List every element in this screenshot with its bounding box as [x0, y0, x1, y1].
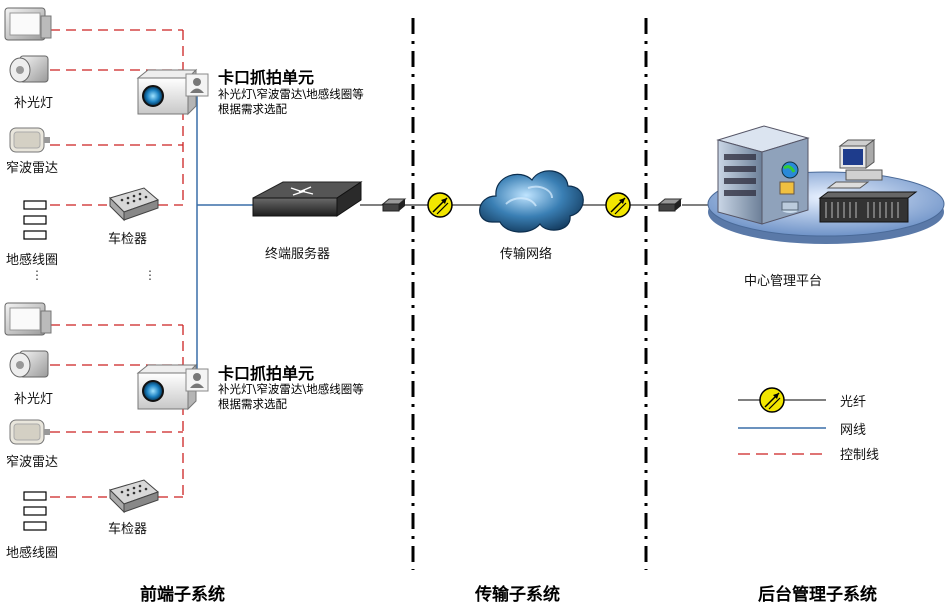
vehicle-detector-icon — [109, 479, 159, 514]
rack-server-icon — [716, 125, 810, 225]
workstation-icon — [826, 139, 883, 189]
ground-loop-icon — [23, 200, 47, 240]
legend-label-control: 控制线 — [840, 448, 880, 463]
fiber-marker-icon — [427, 192, 453, 218]
capture-camera-icon — [136, 68, 209, 116]
unit-title: 卡口抓拍单元 — [218, 364, 315, 383]
transport-cloud-icon — [479, 170, 584, 233]
terminal-server-label: 终端服务器 — [265, 247, 331, 262]
fiber-marker-icon — [605, 192, 631, 218]
floodlight-icon — [4, 302, 52, 336]
central-platform-icon — [707, 125, 945, 244]
fill-light-icon — [9, 55, 49, 83]
legend-label-network: 网线 — [840, 423, 867, 438]
detector-label: 车检器 — [108, 232, 148, 247]
control-lines-group-2 — [50, 324, 184, 498]
ellipsis-mid: ⋮ — [144, 268, 156, 282]
radar-label: 窄波雷达 — [6, 161, 59, 176]
ground-loop-icon — [23, 491, 47, 531]
network-lines — [196, 88, 256, 390]
transceiver-icon — [657, 198, 683, 212]
detector-label: 车检器 — [108, 522, 148, 537]
radar-label: 窄波雷达 — [6, 455, 59, 470]
legend — [738, 387, 826, 455]
network-label: 传输网络 — [500, 247, 553, 262]
platform-label: 中心管理平台 — [744, 274, 823, 289]
legend-label-fiber: 光纤 — [840, 395, 867, 410]
section-front-title: 前端子系统 — [140, 585, 225, 605]
unit-note: 补光灯\窄波雷达\地感线圈等根据需求选配 — [218, 87, 364, 116]
radar-icon — [9, 127, 50, 153]
legend-fiber-icon — [759, 387, 785, 413]
unit-title: 卡口抓拍单元 — [218, 68, 315, 87]
ellipsis-left: ⋮ — [31, 268, 43, 282]
fill-light-icon — [9, 350, 49, 378]
transceiver-icon — [381, 198, 407, 212]
storage-array-icon — [818, 191, 918, 223]
floodlight-label: 补光灯 — [14, 96, 54, 111]
section-transport-title: 传输子系统 — [475, 585, 560, 605]
unit-note: 补光灯\窄波雷达\地感线圈等根据需求选配 — [218, 382, 364, 411]
capture-camera-icon — [136, 363, 209, 411]
control-lines-group-1 — [50, 29, 184, 206]
floodlight-icon — [4, 7, 52, 41]
floodlight-label: 补光灯 — [14, 392, 54, 407]
radar-icon — [9, 419, 50, 445]
terminal-server-icon — [252, 181, 363, 217]
loop-label: 地感线圈 — [6, 253, 59, 268]
vehicle-detector-icon — [109, 187, 159, 222]
loop-label: 地感线圈 — [6, 546, 59, 561]
section-backend-title: 后台管理子系统 — [758, 585, 877, 605]
